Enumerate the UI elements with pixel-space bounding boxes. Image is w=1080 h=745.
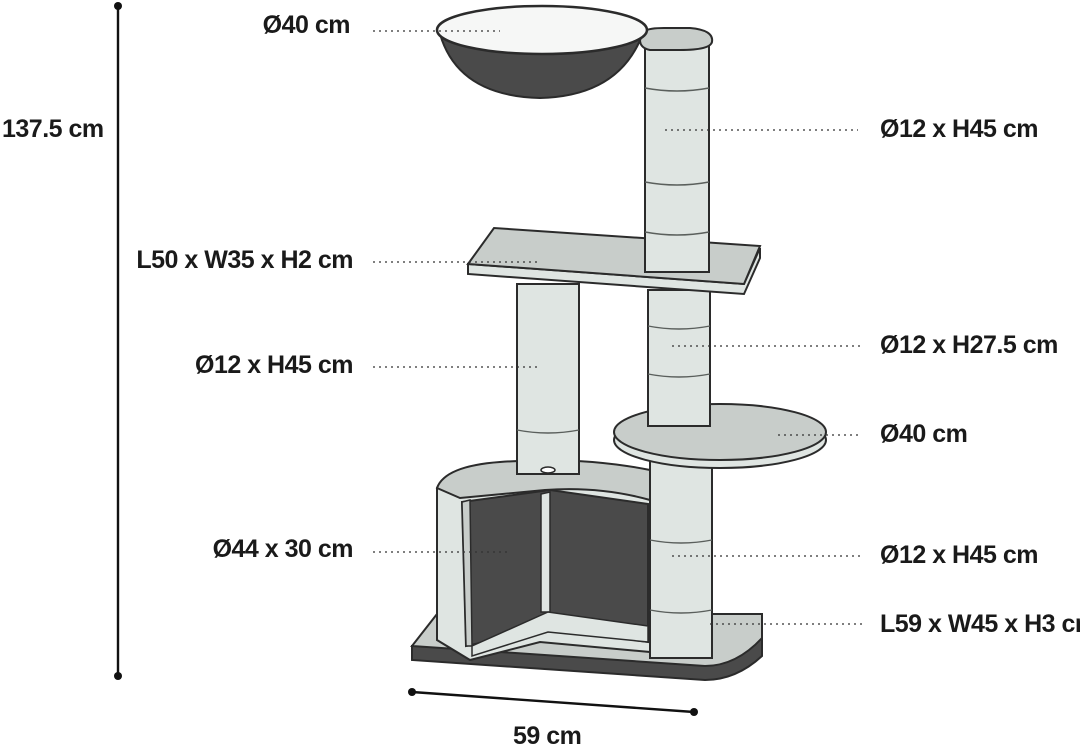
round-platform-label: Ø40 cm — [880, 420, 967, 448]
top-bed-label: Ø40 cm — [263, 11, 350, 39]
middle-post — [647, 289, 711, 427]
width-label: 59 cm — [513, 722, 581, 745]
middle-post-label: Ø12 x H27.5 cm — [880, 331, 1058, 359]
upper-post — [638, 27, 714, 273]
cave-label: Ø44 x 30 cm — [213, 535, 353, 563]
upper-platform — [466, 226, 762, 296]
cave — [435, 459, 651, 662]
height-dimension — [114, 2, 122, 680]
upper-post-label: Ø12 x H45 cm — [880, 115, 1038, 143]
top-bed — [435, 4, 649, 100]
height-label: 137.5 cm — [2, 115, 104, 143]
width-dimension — [408, 688, 698, 716]
lower-post — [649, 457, 713, 659]
left-post-label: Ø12 x H45 cm — [195, 351, 353, 379]
left-post — [516, 283, 580, 475]
base-plate-label: L59 x W45 x H3 cm — [880, 610, 1080, 638]
leader-lines — [373, 30, 862, 625]
lower-post-label: Ø12 x H45 cm — [880, 541, 1038, 569]
round-platform — [613, 403, 827, 469]
upper-platform-label: L50 x W35 x H2 cm — [136, 246, 353, 274]
